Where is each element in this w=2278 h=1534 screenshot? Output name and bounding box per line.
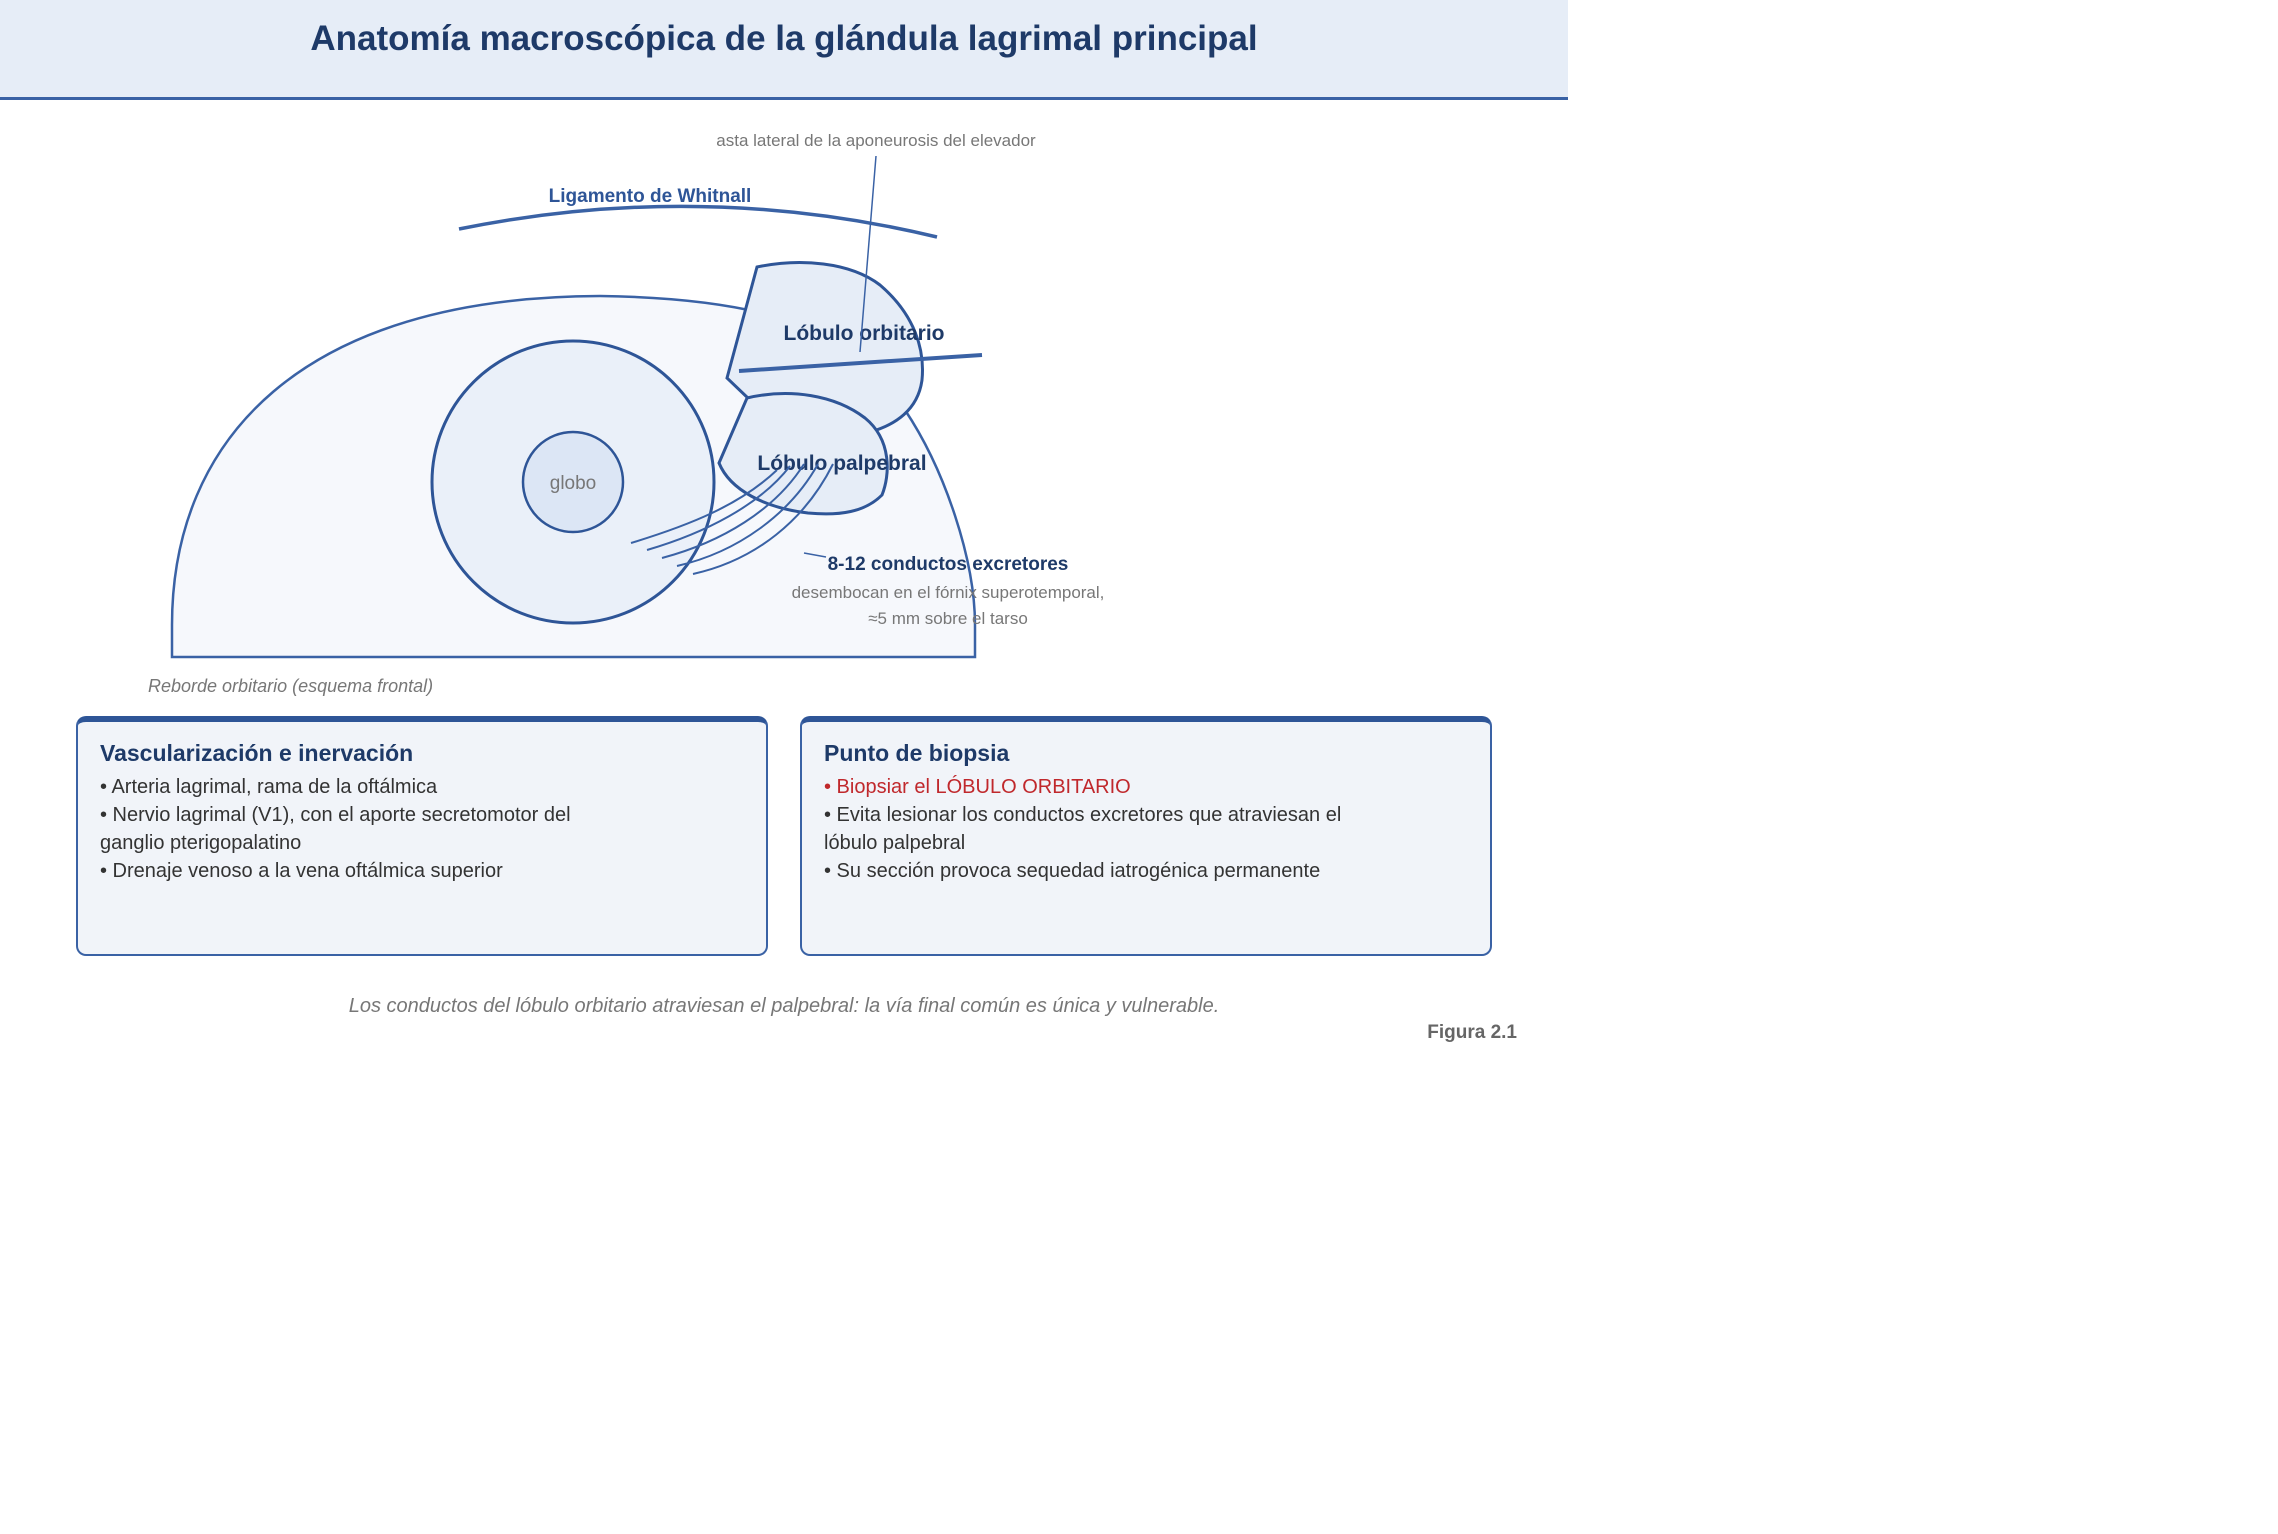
biopsy-title: Punto de biopsia bbox=[824, 740, 1010, 766]
biopsy-item-highlight: • Biopsiar el LÓBULO ORBITARIO bbox=[824, 776, 1131, 798]
globe-circle bbox=[521, 430, 625, 534]
duct-3 bbox=[661, 463, 805, 559]
page-title: Anatomía macroscópica de la glándula lag… bbox=[310, 19, 1258, 58]
duct-5 bbox=[692, 463, 834, 575]
lacrimal-gland-diagram: globo Ligamento de Whitnall Lóbulo orbit… bbox=[148, 131, 1105, 696]
biopsy-item: • Su sección provoca sequedad iatrogénic… bbox=[824, 860, 1321, 882]
title-banner: Anatomía macroscópica de la glándula lag… bbox=[0, 0, 1568, 100]
biopsy-panel: Punto de biopsia • Biopsiar el LÓBULO OR… bbox=[800, 716, 1492, 956]
vascular-item: • Arteria lagrimal, rama de la oftálmica bbox=[100, 776, 438, 798]
biopsy-list: • Biopsiar el LÓBULO ORBITARIO • Evita l… bbox=[824, 773, 1468, 885]
palpebral-lobe-label: Lóbulo palpebral bbox=[757, 452, 926, 475]
levator-aponeurosis-line bbox=[738, 353, 983, 373]
vascular-item: • Drenaje venoso a la vena oftálmica sup… bbox=[100, 860, 503, 882]
orbital-lobe bbox=[725, 261, 924, 434]
vascularization-title: Vascularización e inervación bbox=[100, 740, 414, 766]
globe-label: globo bbox=[550, 473, 597, 494]
ducts-description-line1: desembocan en el fórnix superotemporal, bbox=[792, 583, 1105, 602]
ducts-leader-line bbox=[803, 552, 827, 558]
duct-2 bbox=[646, 465, 791, 551]
whitnall-label: Ligamento de Whitnall bbox=[549, 186, 752, 207]
duct-1 bbox=[630, 469, 778, 544]
excretory-ducts bbox=[630, 463, 834, 575]
footnote: Los conductos del lóbulo orbitario atrav… bbox=[348, 995, 1220, 1017]
vascularization-list: • Arteria lagrimal, rama de la oftálmica… bbox=[100, 773, 744, 885]
duct-4 bbox=[676, 463, 819, 567]
whitnall-ligament bbox=[458, 204, 938, 239]
ducts-description-line2: ≈5 mm sobre el tarso bbox=[868, 609, 1028, 628]
levator-leader-line bbox=[859, 155, 877, 353]
vascular-item: • Nervio lagrimal (V1), con el aporte se… bbox=[100, 804, 571, 826]
biopsy-item: lóbulo palpebral bbox=[824, 832, 966, 854]
vascular-item: ganglio pterigopalatino bbox=[100, 832, 302, 854]
levator-label: asta lateral de la aponeurosis del eleva… bbox=[716, 131, 1036, 150]
rim-caption: Reborde orbitario (esquema frontal) bbox=[148, 676, 433, 696]
orbital-lobe-label: Lóbulo orbitario bbox=[784, 322, 945, 345]
ducts-title: 8-12 conductos excretores bbox=[828, 554, 1069, 575]
figure-label: Figura 2.1 bbox=[1427, 1022, 1517, 1043]
biopsy-item: • Evita lesionar los conductos excretore… bbox=[824, 804, 1342, 826]
vascularization-panel: Vascularización e inervación • Arteria l… bbox=[76, 716, 768, 956]
